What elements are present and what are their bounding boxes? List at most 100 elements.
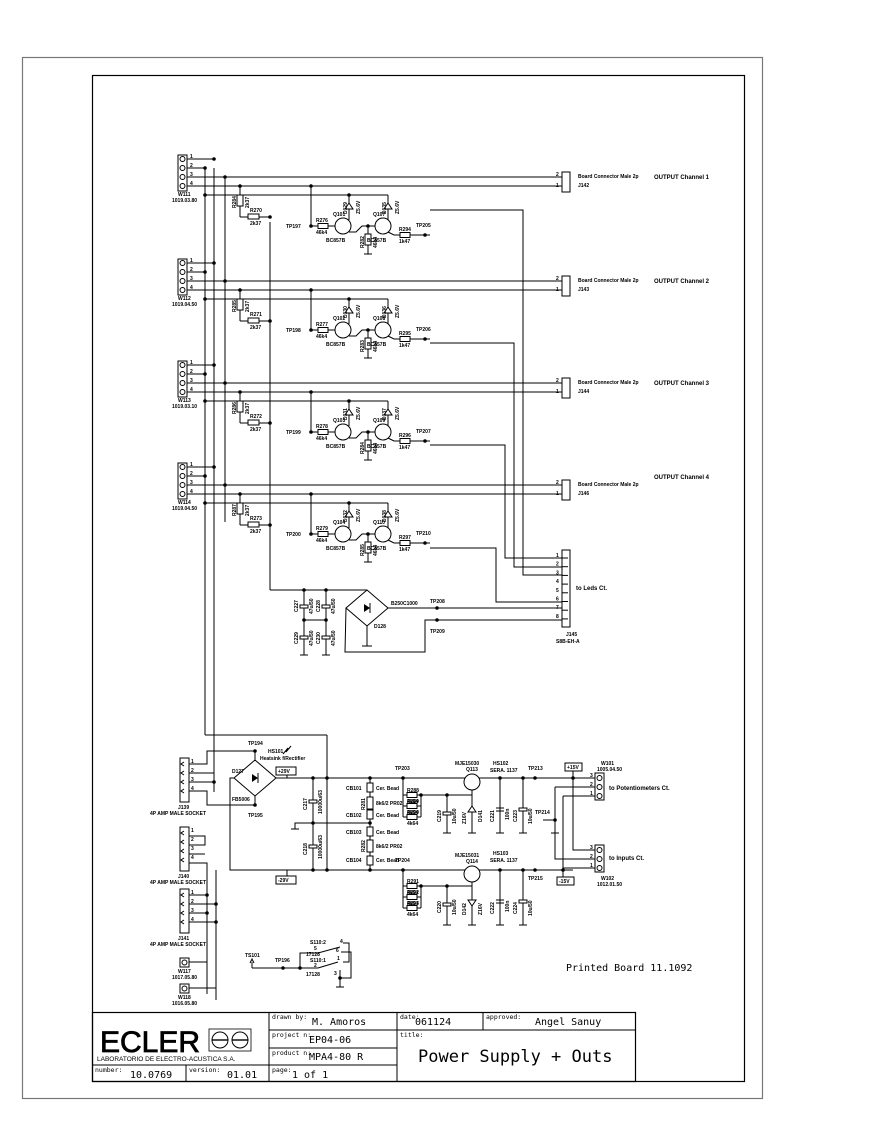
r-out-ref: R297: [399, 535, 411, 541]
tp204-label: TP204: [395, 858, 410, 864]
q2-type: BC857B: [367, 444, 387, 450]
pin-number: 3: [191, 846, 194, 852]
c222-val: 100n: [505, 901, 511, 912]
pin-number: 1: [590, 863, 593, 869]
r-in-ref: R276: [316, 218, 328, 224]
pin-number: 2: [190, 471, 193, 477]
r-mid-ref: R272: [250, 414, 262, 420]
zener-diode-1: [344, 202, 354, 210]
r-mid-ref: R273: [250, 516, 262, 522]
q114-transistor: [463, 865, 481, 883]
resistor-shunt: [364, 541, 372, 554]
pin-number: 2: [556, 378, 559, 384]
number-value: 10.0769: [130, 1070, 172, 1081]
r-mid-val: 2k37: [250, 221, 261, 227]
output-connector-desc: Board Connector Male 2p: [578, 482, 639, 488]
q114-type: MJE15031: [455, 853, 479, 859]
version-label: version:: [189, 1066, 220, 1074]
pin-number: 1: [190, 154, 193, 160]
pin-number: 3: [191, 777, 194, 783]
tp203-label: TP203: [395, 766, 410, 772]
input-connector-w114: [177, 462, 188, 500]
tp209-label: TP209: [430, 629, 445, 635]
hs102-ref: HS102: [493, 761, 509, 767]
output-connector: [561, 479, 571, 501]
d1-val: Z5.6V: [356, 508, 362, 522]
cb102-ref: CB102: [346, 813, 362, 819]
j140-socket: [179, 826, 190, 872]
pin-number: 1: [191, 828, 194, 834]
r-mid-val: 2k37: [250, 427, 261, 433]
pin-number: 1: [556, 183, 559, 189]
q1-type: BC857B: [326, 238, 346, 244]
transistor-q1: [334, 321, 352, 339]
q113-transistor: [463, 773, 481, 791]
r-shunt-ref: R283: [360, 340, 366, 352]
bridge-d128-part: B250C1000: [391, 601, 418, 607]
cb104-val: Cer. Bead: [376, 858, 399, 864]
d1-val: Z5.6V: [356, 200, 362, 214]
resistor-mid: [247, 419, 260, 426]
c219-val: 10u/50: [452, 808, 458, 824]
wire: [387, 335, 430, 340]
r-in-val: 46k4: [316, 436, 327, 442]
company-name: LABORATORIO DE ELECTRO-ACUSTICA S.A.: [97, 1056, 236, 1063]
output-connector-ref: J142: [578, 183, 589, 189]
pin-number: 3: [590, 773, 593, 779]
w101-label: to Potentiometers Ct.: [609, 786, 670, 792]
r-out-ref: R294: [399, 227, 411, 233]
connector-pin: [179, 174, 186, 180]
tp196-label: TP196: [275, 958, 290, 964]
pin-number: 1: [190, 462, 193, 468]
ecler-logo: ECLER: [100, 1026, 252, 1059]
s110-1-pin2: 2: [314, 963, 317, 969]
resistor-in: [317, 531, 329, 537]
product-value: MPA4-80 R: [309, 1052, 364, 1063]
d2-ref: D135: [382, 202, 388, 214]
pin-number: 1: [590, 791, 593, 797]
connector-pin: [179, 362, 186, 368]
resistor-mid: [247, 521, 260, 528]
resistor: [406, 814, 418, 820]
r-shunt-ref: R282: [360, 236, 366, 248]
r-shunt-ref: R285: [360, 544, 366, 556]
c229-val: 47u/50: [309, 630, 315, 646]
s110-2-pin6: 6: [336, 948, 339, 954]
w101-ref: W101: [601, 761, 614, 767]
r281-ref: R281: [361, 798, 367, 810]
w101-part: 1005.04.50: [597, 767, 622, 773]
tp213-label: TP213: [528, 766, 543, 772]
d1-ref: D131: [343, 408, 349, 420]
j140-ref: J140: [178, 874, 189, 880]
connector-pin: [179, 473, 186, 479]
j141-desc: 4P AMP MALE SOCKET: [150, 942, 206, 948]
bridge-d128-ref: D128: [374, 624, 386, 630]
r-pull-val: 2k37: [245, 403, 251, 414]
j139-desc: 4P AMP MALE SOCKET: [150, 811, 206, 817]
r-out-val: 1k47: [399, 547, 410, 553]
input-connector-part: 1019.03.10: [172, 404, 197, 410]
r-mid-val: 2k37: [250, 529, 261, 535]
c220-ref: C220: [437, 901, 443, 913]
d1-val: Z5.6V: [356, 406, 362, 420]
r-in-ref: R277: [316, 322, 328, 328]
junction: [268, 215, 272, 219]
pin-number: 2: [191, 899, 194, 905]
r-shunt-ref: R284: [360, 442, 366, 454]
q2-ref: Q110: [373, 520, 385, 526]
pin-number: 3: [191, 908, 194, 914]
j145-part: S8B-EH-A: [556, 639, 580, 645]
r282-ref: R282: [361, 840, 367, 852]
resistor: [406, 883, 418, 889]
d1-ref: D132: [343, 510, 349, 522]
junction: [212, 157, 216, 161]
title-label: title:: [400, 1031, 423, 1039]
tp215-label: TP215: [528, 876, 543, 882]
r-pull-val: 2k37: [245, 301, 251, 312]
socket-pin: [180, 857, 185, 863]
q113-ref: Q113: [466, 767, 478, 773]
zener-diode-2: [383, 408, 393, 416]
q2-type: BC857B: [367, 238, 387, 244]
resistor-ref: R291: [407, 879, 419, 885]
